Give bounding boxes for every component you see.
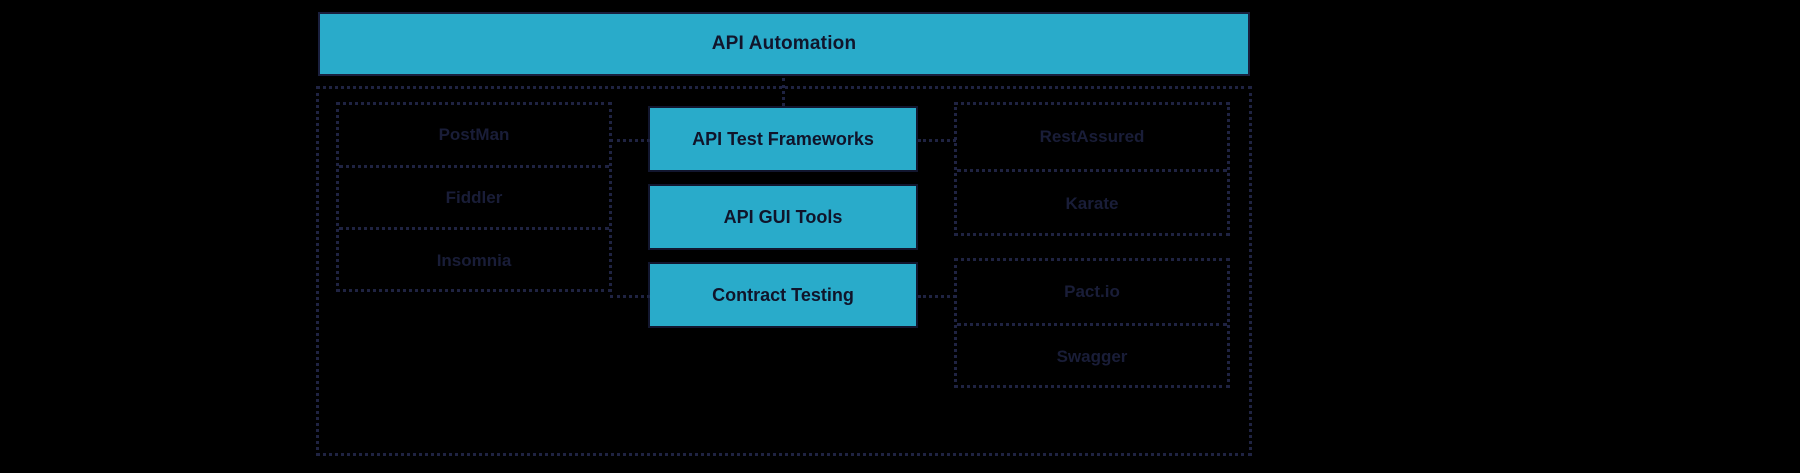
banner-label: API Automation (711, 33, 857, 54)
list-item[interactable]: RestAssured (957, 105, 1227, 172)
node-label: API Test Frameworks (692, 128, 874, 149)
node-api-test-frameworks[interactable]: API Test Frameworks (648, 106, 918, 172)
group-contract-testing-list: Pact.io Swagger (954, 258, 1230, 388)
node-api-gui-tools[interactable]: API GUI Tools (648, 184, 918, 250)
group-cell-label: PostMan (438, 125, 510, 144)
list-item[interactable]: Swagger (957, 326, 1227, 388)
connector-frameworks-left (610, 139, 650, 142)
connector-contract-right (918, 295, 956, 298)
list-item[interactable]: Pact.io (957, 261, 1227, 326)
group-cell-label: RestAssured (1039, 127, 1145, 146)
group-cell-label: Fiddler (445, 187, 503, 207)
list-item[interactable]: Karate (957, 172, 1227, 236)
list-item[interactable]: PostMan (339, 105, 609, 168)
connector-contract-left (610, 295, 650, 298)
group-cell-label: Insomnia (436, 251, 512, 270)
connector-frameworks-right (918, 139, 956, 142)
banner-api-automation[interactable]: API Automation (318, 12, 1250, 76)
group-api-test-frameworks-list: RestAssured Karate (954, 102, 1230, 236)
group-cell-label: Karate (1065, 194, 1119, 213)
list-item[interactable]: Insomnia (339, 230, 609, 292)
group-cell-label: Swagger (1056, 347, 1128, 366)
node-label: Contract Testing (712, 284, 854, 305)
node-label: API GUI Tools (723, 206, 843, 227)
group-api-gui-tools-list: PostMan Fiddler Insomnia (336, 102, 612, 292)
outer-dotted-frame (316, 86, 1252, 456)
node-contract-testing[interactable]: Contract Testing (648, 262, 918, 328)
group-cell-label: Pact.io (1064, 282, 1120, 301)
list-item[interactable]: Fiddler (339, 168, 609, 230)
connector-banner-vertical (782, 78, 785, 106)
